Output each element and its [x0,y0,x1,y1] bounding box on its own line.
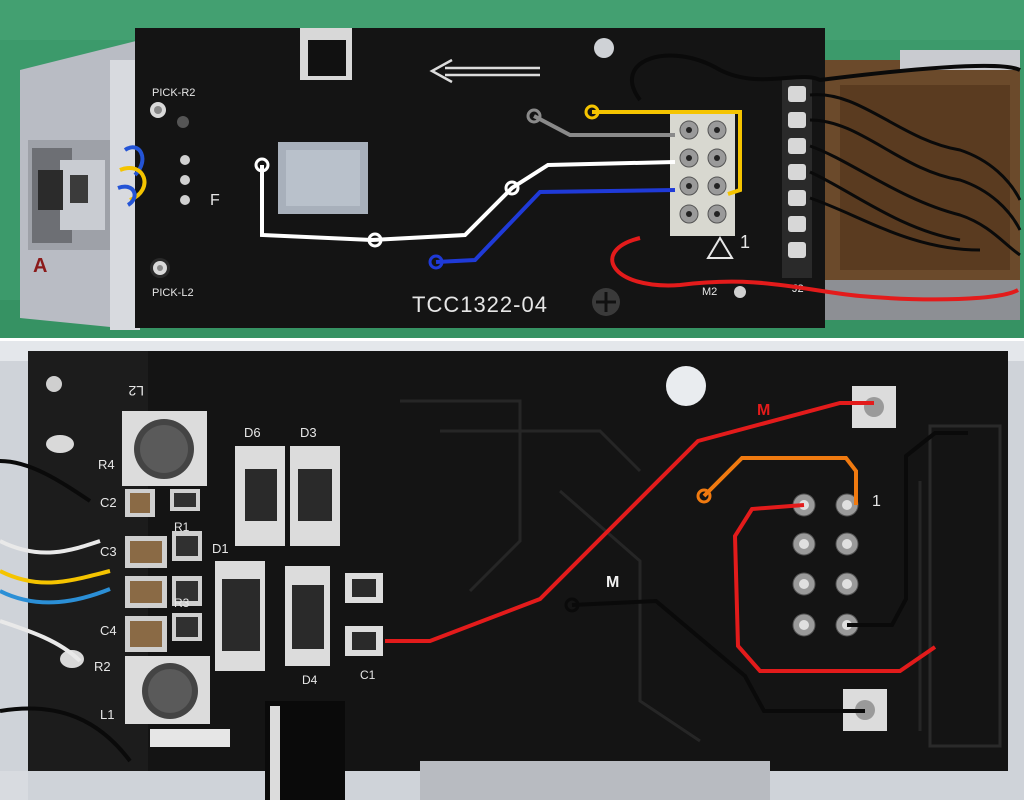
silk-c1: C1 [360,668,376,682]
silk-l2: L2 [128,383,144,399]
mounting-hole [666,366,706,406]
silk-d6: D6 [244,425,261,440]
diode-d4 [285,566,330,666]
right-housing [820,50,1020,320]
trace-orange [702,456,858,505]
trace-blue [435,188,676,264]
label-m-black: M [606,574,619,591]
silk-pin1-bottom: 1 [872,493,881,510]
trace-red-loop [732,503,937,673]
silk-r1: R1 [174,520,190,534]
capacitor-c1 [345,573,383,656]
pick-l2-pad [150,258,170,278]
right-wire-bundle [809,93,1022,257]
inductor-l2 [122,411,207,486]
pin-header-holes-bottom [792,493,859,637]
trace-red-main [385,401,874,643]
silk-r4: R4 [98,457,115,472]
silk-c4: C4 [100,623,117,638]
top-pcb-photo: A PICK-R2 PICK-L2 F [0,0,1024,338]
pcb-traces [400,399,922,743]
diode-d3 [290,446,340,546]
diode-d6 [235,446,285,546]
inductor-l1 [125,656,210,724]
red-wire [610,236,1019,302]
bottom-pcb-photo: L2 R4 C2 R1 C3 R3 C4 R2 L1 D6 [0,341,1024,800]
label-m-red: M [757,402,770,419]
silk-pick-r2: PICK-R2 [152,87,195,99]
silk-d3: D3 [300,425,317,440]
silk-m2: M2 [702,286,717,298]
silk-f: F [210,192,220,209]
direction-arrow [429,58,540,84]
silk-model: TCC1322-04 [412,292,548,317]
silk-c2: C2 [100,495,117,510]
smd-components-left [125,489,202,652]
trace-white [260,160,676,243]
pad-top-right [852,386,896,428]
black-loop-wire [630,53,1021,102]
silk-r2: R2 [94,659,111,674]
annotation-a: A [33,255,47,277]
trace-black-right [847,431,968,627]
silk-d1: D1 [212,541,229,556]
silk-pick-l2: PICK-L2 [152,287,194,299]
pick-r2-pad [150,102,189,128]
left-metal-bracket [20,40,140,330]
silk-c3: C3 [100,544,117,559]
j2-connector [782,78,812,278]
silk-l1: L1 [100,707,114,722]
left-wires [117,145,147,207]
trace-yellow [592,110,742,196]
f-pads [180,155,190,205]
trace-black-lower [571,598,865,713]
pin-header-8 [670,112,735,236]
component-lower-left [215,561,265,671]
silk-d4: D4 [302,673,318,687]
silk-pin1-top: 1 [740,232,750,252]
silk-r3: R3 [174,596,190,610]
trace-gray [533,114,675,137]
left-wires-bottom [0,459,132,763]
